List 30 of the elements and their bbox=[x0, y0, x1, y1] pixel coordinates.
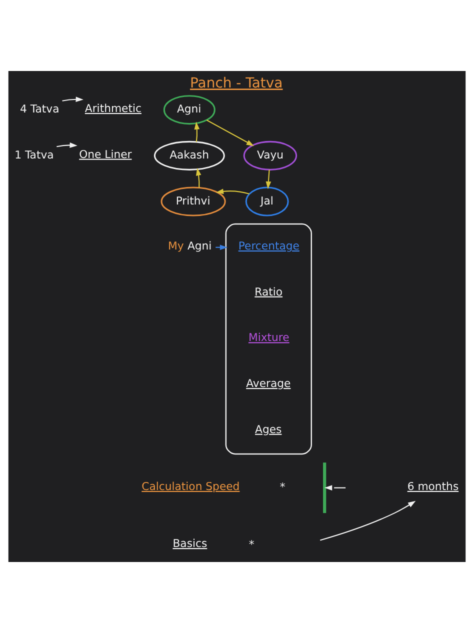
node-text: Percentage bbox=[238, 238, 300, 252]
node-text: Arithmetic bbox=[84, 101, 142, 114]
node-label: * bbox=[248, 537, 254, 550]
node-ellipse: Jal bbox=[245, 186, 289, 216]
diagram-title: Panch - Tatva bbox=[190, 75, 283, 92]
node-text: Calculation Speed bbox=[142, 479, 240, 492]
node-bar bbox=[323, 462, 326, 513]
cluster bbox=[225, 222, 312, 454]
arrow bbox=[56, 142, 78, 148]
arrow bbox=[62, 96, 84, 102]
arrow bbox=[216, 188, 250, 194]
node-text: Ratio bbox=[254, 284, 283, 298]
node-text: Basics bbox=[172, 536, 208, 550]
arrow bbox=[266, 169, 272, 189]
node-text: One Liner bbox=[79, 147, 132, 160]
node-text: Mixture bbox=[248, 330, 290, 344]
node-text: 4 Tatva bbox=[20, 102, 60, 116]
arrow bbox=[194, 121, 200, 142]
arrow bbox=[320, 500, 416, 540]
node-text: 6 months bbox=[407, 479, 459, 492]
node-text: Ages bbox=[255, 422, 282, 436]
node-text: Average bbox=[246, 376, 291, 390]
arrow bbox=[324, 484, 346, 490]
node-label: * bbox=[280, 480, 286, 494]
arrow bbox=[206, 119, 254, 146]
node-text: 1 Tatva bbox=[14, 148, 54, 162]
node-text: My Agni bbox=[168, 238, 212, 252]
arrow bbox=[196, 167, 202, 188]
node-ellipse: Aakash bbox=[154, 140, 225, 170]
node-ellipse: Agni bbox=[163, 94, 216, 124]
